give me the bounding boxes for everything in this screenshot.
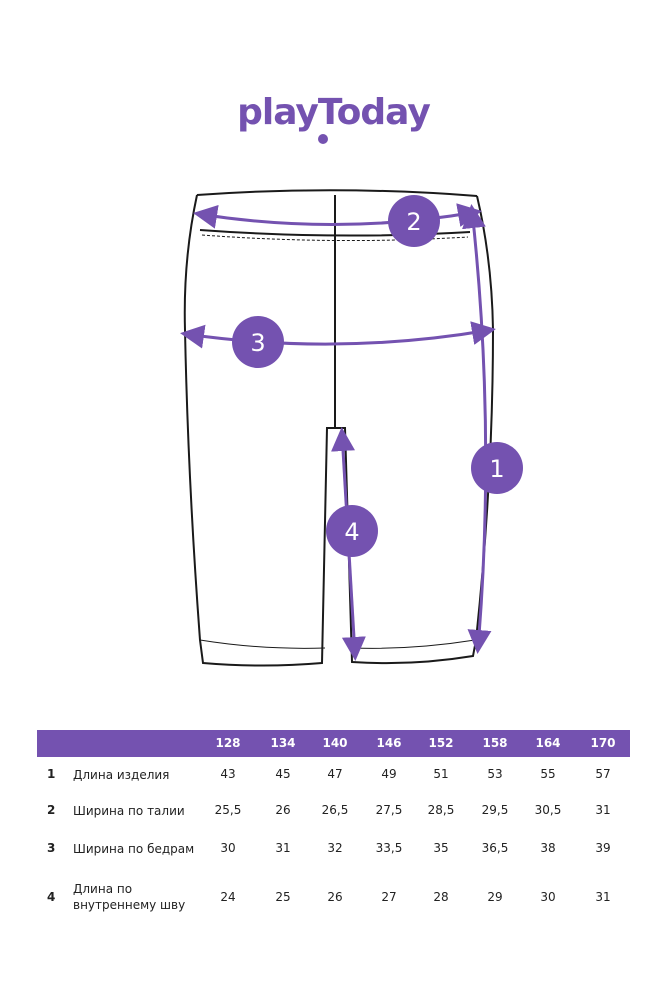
size-header-158: 158 [482,736,508,750]
cell-value: 30 [220,841,236,855]
cell-value: 53 [487,767,503,781]
cell-value: 36,5 [481,841,509,855]
cell-value: 30 [540,890,556,904]
measure-arrows [180,203,496,661]
row-label: Ширина по бедрам [73,842,195,856]
row-label: Длина изделия [73,768,170,782]
cell-value: 26 [327,890,343,904]
cell-value: 45 [275,767,291,781]
size-table: 128 134 140 146 152 158 164 170 1 Длина изделия 4… [37,730,630,912]
cell-value: 43 [220,767,236,781]
cell-value: 38 [540,841,556,855]
marker-2: 2 [388,195,440,247]
size-header-row: 128 134 140 146 152 158 164 170 [37,730,630,757]
cell-value: 26 [275,803,291,817]
cell-value: 49 [381,767,397,781]
cell-value: 28 [433,890,449,904]
cell-value: 29,5 [481,803,509,817]
size-header-146: 146 [376,736,402,750]
brand-logo: playToday [237,92,431,133]
size-header-170: 170 [590,736,616,750]
row-number: 4 [47,890,56,904]
size-header-134: 134 [270,736,296,750]
marker-3: 3 [232,316,284,368]
svg-text:3: 3 [250,329,265,357]
cell-value: 27 [381,890,397,904]
row-label: Ширина по талии [73,804,185,818]
size-header-164: 164 [535,736,561,750]
marker-4: 4 [326,505,378,557]
table-row: 2 Ширина по талии 25,5 26 26,5 27,5 28,5 29,5 30… [37,803,630,841]
svg-text:1: 1 [489,455,504,483]
table-row: 1 Длина изделия 43 45 47 49 51 53 55 57 [37,767,630,805]
cell-value: 31 [595,890,611,904]
marker-1: 1 [471,442,523,494]
row-number: 1 [47,767,56,781]
table-row: 4 Длина по внутреннему шву 24 25 26 27 28 29 30 3… [37,881,630,919]
cell-value: 28,5 [427,803,455,817]
logo-dot [318,134,328,144]
cell-value: 55 [540,767,556,781]
svg-text:2: 2 [406,208,421,236]
shorts-diagram: 2 3 1 4 [180,189,523,667]
cell-value: 26,5 [321,803,349,817]
cell-value: 57 [595,767,611,781]
cell-value: 25 [275,890,291,904]
size-header-152: 152 [428,736,454,750]
size-header-128: 128 [215,736,241,750]
row-number: 3 [47,841,56,855]
cell-value: 29 [487,890,503,904]
cell-value: 31 [275,841,291,855]
row-number: 2 [47,803,56,817]
cell-value: 35 [433,841,449,855]
cell-value: 24 [220,890,236,904]
size-header-140: 140 [322,736,348,750]
svg-text:4: 4 [344,518,359,546]
cell-value: 30,5 [534,803,562,817]
cell-value: 47 [327,767,343,781]
cell-value: 27,5 [375,803,403,817]
table-row: 3 Ширина по бедрам 30 31 32 33,5 35 36,5 38 39 [37,841,630,879]
row-label: Длина по внутреннему шву [73,882,186,912]
cell-value: 32 [327,841,343,855]
cell-value: 39 [595,841,611,855]
cell-value: 25,5 [214,803,242,817]
shorts-outline [183,189,495,667]
cell-value: 51 [433,767,449,781]
cell-value: 33,5 [375,841,403,855]
cell-value: 31 [595,803,611,817]
